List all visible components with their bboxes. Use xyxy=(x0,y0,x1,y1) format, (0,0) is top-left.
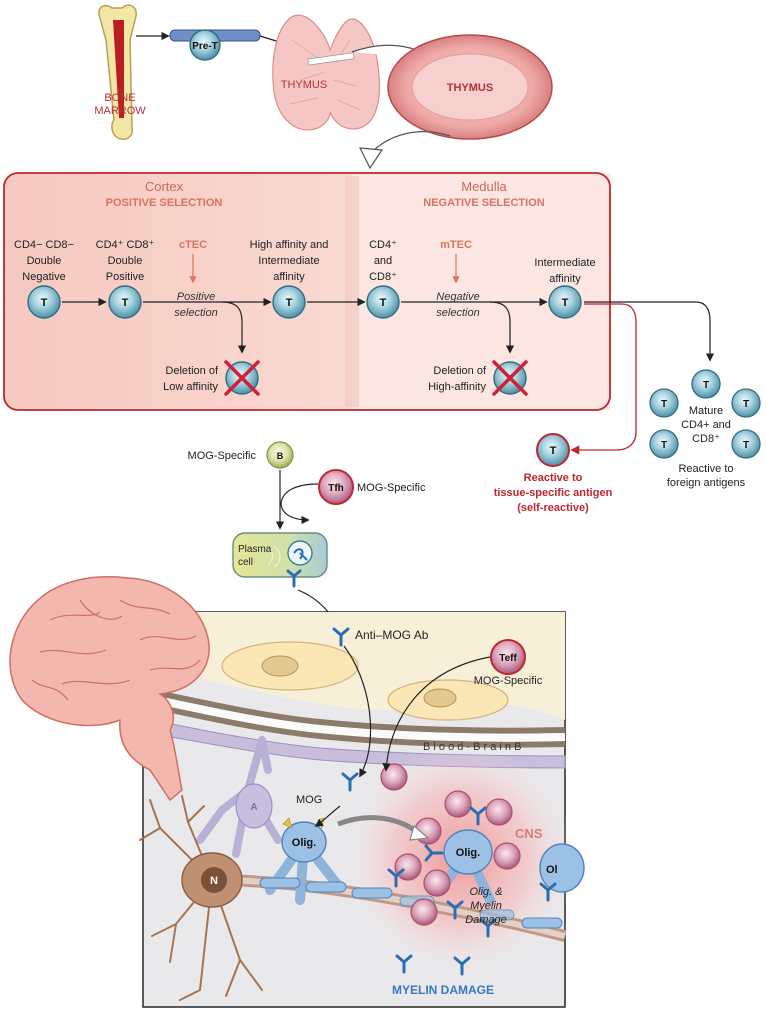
t-cell-label: T xyxy=(41,297,48,309)
arrow-to-deletion-low xyxy=(221,301,247,354)
mog-specific-tfh-label: MOG-Specific xyxy=(357,482,426,494)
antibody-icon xyxy=(332,627,350,647)
pre-t-label: Pre-T xyxy=(192,41,218,52)
t-cell-double-positive xyxy=(108,285,142,319)
t-cell-double-negative xyxy=(27,285,61,319)
t-cell-label: T xyxy=(562,297,569,309)
arrow-teff-to-cns xyxy=(382,656,491,772)
astrocyte xyxy=(196,736,282,858)
t-cell-single-positive xyxy=(366,285,400,319)
t-cell-label: T xyxy=(661,440,667,451)
t-cell-intermediate xyxy=(548,285,582,319)
b-cell-label: B xyxy=(277,451,284,461)
mog-label: MOG xyxy=(296,794,322,806)
neuron-label: N xyxy=(210,875,218,887)
arrow-to-self-reactive xyxy=(570,303,637,455)
mog-specific-b-label: MOG-Specific xyxy=(188,450,257,462)
infiltrating-t-cells xyxy=(380,763,521,926)
mature-t-cell xyxy=(731,429,761,459)
t-cell-label: T xyxy=(661,399,667,410)
t-cell-label: T xyxy=(550,445,557,457)
olig-label: Olig. xyxy=(292,837,316,849)
mature-t-cell xyxy=(649,429,679,459)
thymus-organ xyxy=(272,14,381,131)
teff-cell xyxy=(490,639,526,675)
cortex-subtitle: POSITIVE SELECTION xyxy=(106,197,223,209)
arrow-to-deletion-high xyxy=(489,301,515,354)
myelin-damage-label: MYELIN DAMAGE xyxy=(392,983,494,997)
mtec-label: mTEC xyxy=(440,239,472,251)
t-cell-label: T xyxy=(743,440,749,451)
t-cell-label: T xyxy=(380,297,387,309)
arrow-to-mature xyxy=(584,301,715,362)
t-cell-label: T xyxy=(743,399,749,410)
arrow-mog-to-olig xyxy=(314,805,341,827)
arrow-ab-to-bbb xyxy=(343,645,372,778)
oligodendrocyte-damaged xyxy=(435,829,495,905)
medulla-subtitle: NEGATIVE SELECTION xyxy=(423,197,544,209)
oligodendrocyte-partial xyxy=(539,843,585,893)
b-cell xyxy=(266,441,294,469)
t-cell-label: T xyxy=(122,297,129,309)
t-cell-label: T xyxy=(286,297,293,309)
olig-to-damage-arrowhead xyxy=(409,824,430,841)
mature-t-cell xyxy=(691,369,721,399)
selection-panel xyxy=(3,172,611,411)
cns-label: CNS xyxy=(515,826,543,841)
tfh-label: Tfh xyxy=(328,483,344,494)
tfh-help-arrow xyxy=(280,483,319,525)
pre-t-cell xyxy=(189,29,221,61)
astrocyte-label: A xyxy=(250,802,257,813)
cross-out-icon xyxy=(224,360,260,396)
antibody-icon xyxy=(286,569,302,588)
mature-t-cell xyxy=(731,388,761,418)
teff-label: Teff xyxy=(499,653,517,664)
section-to-panel-arrow xyxy=(371,130,451,153)
t-cell-label: T xyxy=(703,380,709,391)
ctec-label: cTEC xyxy=(179,239,207,251)
thymus-medulla-region xyxy=(411,53,529,121)
medulla-title: Medulla xyxy=(461,179,507,194)
cross-out-icon xyxy=(492,360,528,396)
anti-mog-ab-label: Anti–MOG Ab xyxy=(355,628,429,642)
brain-illustration xyxy=(9,576,210,802)
cortex-title: Cortex xyxy=(145,179,184,194)
mature-t-cell xyxy=(649,388,679,418)
self-reactive-t-cell xyxy=(536,433,570,467)
plasma-cell xyxy=(232,532,328,578)
olig-label: Olig. xyxy=(456,847,480,859)
mog-specific-teff-label: MOG-Specific xyxy=(474,675,543,687)
thymus-organ-label: THYMUS xyxy=(281,79,327,91)
antibody-icon xyxy=(341,772,557,976)
thymus-section-label: THYMUS xyxy=(447,82,493,94)
bone-illustration xyxy=(98,4,137,140)
tfh-cell xyxy=(318,469,354,505)
olig-label: Ol xyxy=(546,864,558,876)
t-cell-high-intermediate xyxy=(272,285,306,319)
section-to-panel-arrowhead xyxy=(358,147,384,170)
